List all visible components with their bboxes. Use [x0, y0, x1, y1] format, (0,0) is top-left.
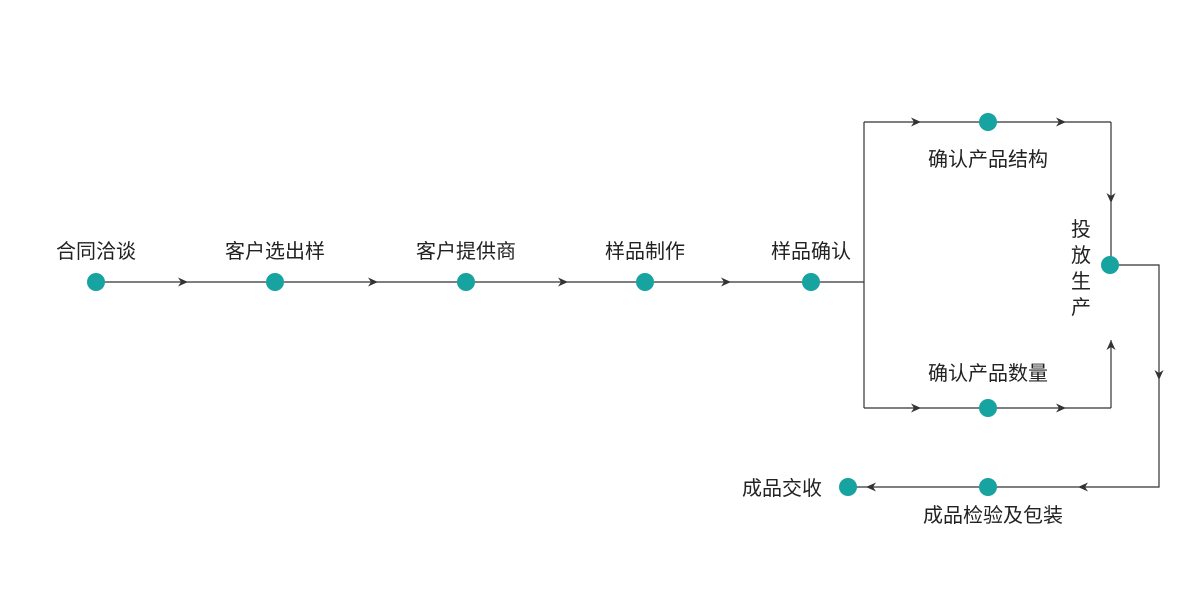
node-customer-sample-selection [266, 273, 284, 291]
arrow-right-icon [1056, 403, 1066, 413]
arrowheads [178, 117, 1164, 492]
node-sample-confirmation [802, 273, 820, 291]
label-confirm-quantity: 确认产品数量 [928, 361, 1048, 385]
label-start-production-char: 生 [1071, 269, 1091, 293]
arrow-down-icon [1154, 370, 1164, 380]
node-customer-supplier [457, 273, 475, 291]
node-contract-negotiation [87, 273, 105, 291]
node-delivery-acceptance [839, 478, 857, 496]
label-customer-supplier: 客户提供商 [416, 239, 516, 263]
label-start-production-char: 投 [1071, 217, 1091, 241]
label-confirm-structure: 确认产品结构 [928, 147, 1048, 171]
arrow-right-icon [178, 277, 188, 287]
label-sample-confirmation: 样品确认 [771, 239, 851, 263]
node-confirm-structure [979, 113, 997, 131]
label-customer-sample-selection: 客户选出样 [225, 239, 325, 263]
arrow-down-icon [1106, 193, 1116, 203]
flow-nodes [87, 113, 1119, 496]
label-inspection-packaging: 成品检验及包装 [923, 503, 1063, 527]
arrow-right-icon [1056, 117, 1066, 127]
label-delivery-acceptance: 成品交收 [742, 476, 822, 500]
node-inspection-packaging [979, 478, 997, 496]
arrow-right-icon [721, 277, 731, 287]
label-sample-making: 样品制作 [605, 239, 685, 263]
arrow-right-icon [911, 403, 921, 413]
arrow-left-icon [1078, 482, 1088, 492]
label-contract-negotiation: 合同洽谈 [56, 239, 136, 263]
node-sample-making [636, 273, 654, 291]
connector-lines [96, 121, 1160, 488]
node-start-production [1101, 256, 1119, 274]
label-start-production: 投 放 生 产 [1071, 217, 1091, 319]
arrow-right-icon [911, 117, 921, 127]
arrow-left-icon [866, 482, 876, 492]
label-start-production-char: 产 [1071, 295, 1091, 319]
arrow-right-icon [558, 277, 568, 287]
step-labels: 合同洽谈 客户选出样 客户提供商 样品制作 样品确认 确认产品结构 确认产品数量… [56, 147, 1091, 527]
arrow-right-icon [368, 277, 378, 287]
label-start-production-char: 放 [1071, 243, 1091, 267]
node-confirm-quantity [979, 399, 997, 417]
arrow-up-icon [1106, 340, 1116, 350]
